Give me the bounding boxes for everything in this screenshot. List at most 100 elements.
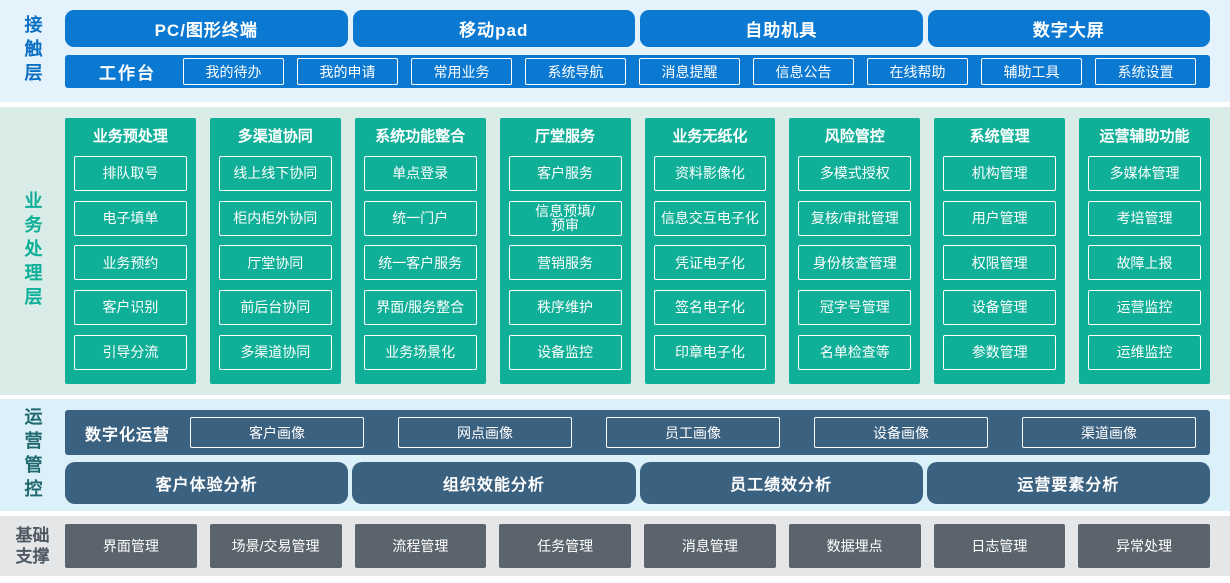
analysis-employee-performance: 员工绩效分析 <box>639 462 923 504</box>
workbench-item-navigation: 系统导航 <box>525 58 626 85</box>
support-process-management: 流程管理 <box>354 524 487 568</box>
operations-layer-band: 运营管控 数字化运营 客户画像 网点画像 员工画像 设备画像 渠道画像 客户体验… <box>0 399 1230 511</box>
column-title: 系统功能整合 <box>375 128 466 145</box>
function-cell: 冠字号管理 <box>798 290 912 326</box>
digital-operation-label: 数字化运营 <box>85 426 171 444</box>
column-operation-aux: 运营辅助功能 多媒体管理 考培管理 故障上报 运营监控 运维监控 <box>1079 118 1210 384</box>
function-cell: 客户识别 <box>74 290 187 326</box>
profile-channel: 渠道画像 <box>1021 417 1196 448</box>
function-cell: 印章电子化 <box>653 335 767 371</box>
cell-list: 线上线下协同 柜内柜外协同 厅堂协同 前后台协同 多渠道协同 <box>218 151 332 375</box>
workbench-item-message-alert: 消息提醒 <box>639 58 740 85</box>
terminal-pad: 移动pad <box>352 10 635 47</box>
digital-operation-bar: 数字化运营 客户画像 网点画像 员工画像 设备画像 渠道画像 <box>65 410 1210 455</box>
terminal-self-service: 自助机具 <box>640 10 923 47</box>
function-cell: 复核/审批管理 <box>798 200 912 236</box>
column-hall-service: 厅堂服务 客户服务 信息预填/ 预审 营销服务 秩序维护 设备监控 <box>499 118 631 384</box>
cell-list: 多模式授权 复核/审批管理 身份核查管理 冠字号管理 名单检查等 <box>798 151 912 375</box>
column-title: 运营辅助功能 <box>1099 128 1190 145</box>
business-layer-label: 业务处理层 <box>22 191 43 311</box>
function-cell: 信息预填/ 预审 <box>508 200 622 236</box>
terminal-big-screen: 数字大屏 <box>927 10 1210 47</box>
function-cell: 用户管理 <box>943 200 1057 236</box>
cell-list: 排队取号 电子填单 业务预约 客户识别 引导分流 <box>74 151 187 375</box>
workbench-item-announcement: 信息公告 <box>753 58 854 85</box>
function-cell: 设备监控 <box>508 335 622 371</box>
column-multi-channel: 多渠道协同 线上线下协同 柜内柜外协同 厅堂协同 前后台协同 多渠道协同 <box>209 118 341 384</box>
column-paperless: 业务无纸化 资料影像化 信息交互电子化 凭证电子化 签名电子化 印章电子化 <box>644 118 776 384</box>
support-exception-handling: 异常处理 <box>1078 524 1210 568</box>
analysis-operation-elements: 运营要素分析 <box>926 462 1210 504</box>
support-row: 界面管理 场景/交易管理 流程管理 任务管理 消息管理 数据埋点 日志管理 异常… <box>65 516 1210 576</box>
function-cell: 运维监控 <box>1088 335 1201 371</box>
profile-branch: 网点画像 <box>398 417 572 448</box>
cell-list: 单点登录 统一门户 统一客户服务 界面/服务整合 业务场景化 <box>363 151 477 375</box>
contact-layer-gutter: 接触层 <box>0 0 65 102</box>
column-title: 系统管理 <box>969 128 1030 145</box>
workbench-bar: 工作台 我的待办 我的申请 常用业务 系统导航 消息提醒 信息公告 在线帮助 辅… <box>65 55 1210 88</box>
workbench-label: 工作台 <box>99 64 156 83</box>
function-cell: 柜内柜外协同 <box>218 200 332 236</box>
support-scene-transaction: 场景/交易管理 <box>209 524 342 568</box>
column-title: 多渠道协同 <box>237 128 313 145</box>
function-cell: 营销服务 <box>508 245 622 281</box>
function-cell: 引导分流 <box>74 335 187 371</box>
function-cell: 身份核查管理 <box>798 245 912 281</box>
support-layer-label: 基础支撑 <box>15 525 50 566</box>
support-message-management: 消息管理 <box>644 524 776 568</box>
function-cell: 线上线下协同 <box>218 155 332 191</box>
workbench-item-todo: 我的待办 <box>183 58 284 85</box>
function-cell: 故障上报 <box>1088 245 1201 281</box>
function-cell: 统一门户 <box>363 200 477 236</box>
support-data-tracking: 数据埋点 <box>788 524 921 568</box>
workbench-item-online-help: 在线帮助 <box>867 58 968 85</box>
support-task-management: 任务管理 <box>499 524 631 568</box>
column-risk-control: 风险管控 多模式授权 复核/审批管理 身份核查管理 冠字号管理 名单检查等 <box>789 118 921 384</box>
analysis-row: 客户体验分析 组织效能分析 员工绩效分析 运营要素分析 <box>65 462 1210 504</box>
contact-layer-content: PC/图形终端 移动pad 自助机具 数字大屏 工作台 我的待办 我的申请 常用… <box>65 0 1230 102</box>
cell-list: 客户服务 信息预填/ 预审 营销服务 秩序维护 设备监控 <box>508 151 622 375</box>
terminal-row: PC/图形终端 移动pad 自助机具 数字大屏 <box>65 10 1210 47</box>
function-cell: 界面/服务整合 <box>363 290 477 326</box>
business-layer-content: 业务预处理 排队取号 电子填单 业务预约 客户识别 引导分流 多渠道协同 线上线… <box>65 107 1230 395</box>
column-title: 厅堂服务 <box>535 128 596 145</box>
cell-list: 资料影像化 信息交互电子化 凭证电子化 签名电子化 印章电子化 <box>653 151 767 375</box>
function-cell: 秩序维护 <box>508 290 622 326</box>
function-cell: 信息交互电子化 <box>653 200 767 236</box>
function-cell: 资料影像化 <box>653 155 767 191</box>
support-layer-gutter: 基础支撑 <box>0 516 65 576</box>
function-cell: 客户服务 <box>508 155 622 191</box>
workbench-item-common-business: 常用业务 <box>411 58 512 85</box>
operations-layer-label: 运营管控 <box>22 407 43 503</box>
column-title: 风险管控 <box>824 128 885 145</box>
function-cell: 业务预约 <box>74 245 187 281</box>
function-cell: 单点登录 <box>363 155 477 191</box>
workbench-item-aux-tools: 辅助工具 <box>981 58 1082 85</box>
column-system-management: 系统管理 机构管理 用户管理 权限管理 设备管理 参数管理 <box>934 118 1066 384</box>
column-system-integration: 系统功能整合 单点登录 统一门户 统一客户服务 界面/服务整合 业务场景化 <box>354 118 486 384</box>
column-pre-processing: 业务预处理 排队取号 电子填单 业务预约 客户识别 引导分流 <box>65 118 196 384</box>
workbench-item-system-settings: 系统设置 <box>1095 58 1196 85</box>
analysis-customer-experience: 客户体验分析 <box>65 462 349 504</box>
profile-device: 设备画像 <box>813 417 988 448</box>
function-cell: 考培管理 <box>1088 200 1201 236</box>
support-layer-band: 基础支撑 界面管理 场景/交易管理 流程管理 任务管理 消息管理 数据埋点 日志… <box>0 516 1230 576</box>
function-cell: 运营监控 <box>1088 290 1201 326</box>
function-cell: 厅堂协同 <box>218 245 332 281</box>
business-layer-band: 业务处理层 业务预处理 排队取号 电子填单 业务预约 客户识别 引导分流 多渠道… <box>0 107 1230 395</box>
business-layer-gutter: 业务处理层 <box>0 107 65 395</box>
function-cell: 设备管理 <box>943 290 1057 326</box>
function-cell: 签名电子化 <box>653 290 767 326</box>
function-cell: 机构管理 <box>943 155 1057 191</box>
cell-list: 机构管理 用户管理 权限管理 设备管理 参数管理 <box>943 151 1057 375</box>
function-cell: 排队取号 <box>74 155 187 191</box>
support-log-management: 日志管理 <box>933 524 1066 568</box>
contact-layer-label: 接触层 <box>22 15 43 87</box>
function-cell: 业务场景化 <box>363 335 477 371</box>
profile-boxes: 客户画像 网点画像 员工画像 设备画像 渠道画像 <box>178 417 1196 448</box>
function-cell: 多媒体管理 <box>1088 155 1201 191</box>
function-cell: 权限管理 <box>943 245 1057 281</box>
cell-list: 多媒体管理 考培管理 故障上报 运营监控 运维监控 <box>1088 151 1201 375</box>
analysis-org-efficiency: 组织效能分析 <box>352 462 636 504</box>
